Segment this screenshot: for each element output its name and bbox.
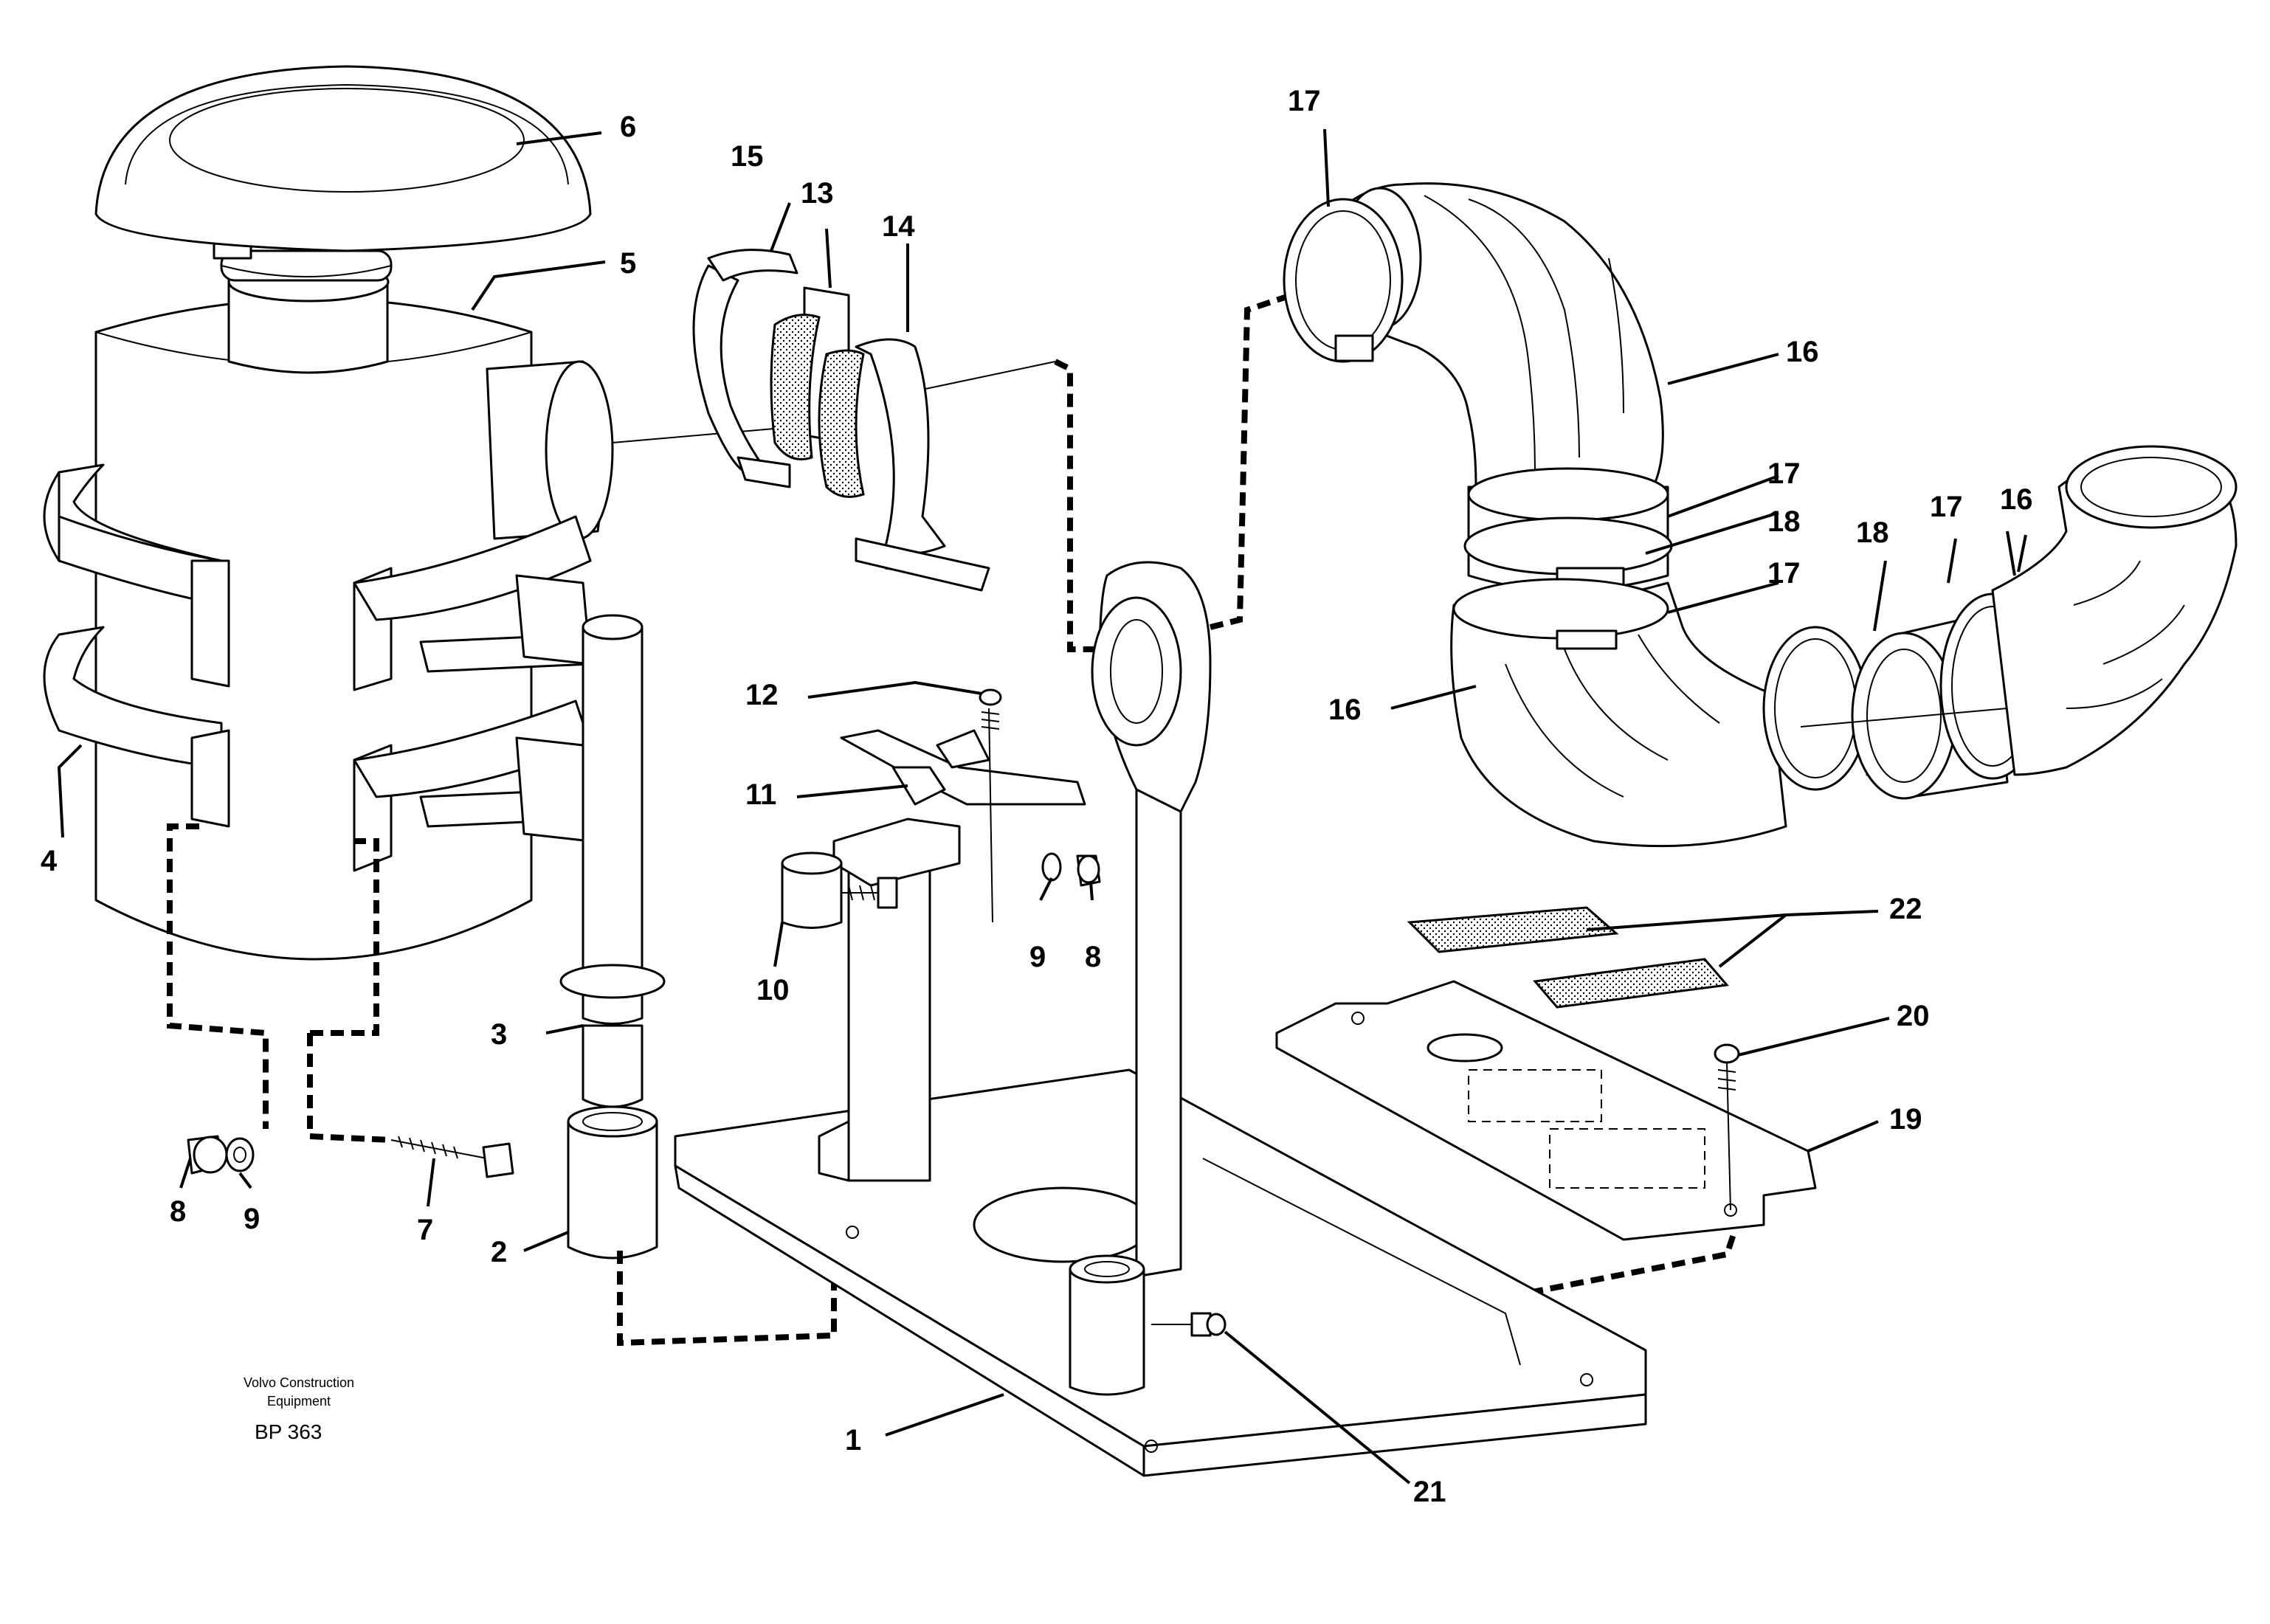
callout-11: 11 [745, 778, 776, 811]
callout-8-right: 8 [1085, 941, 1101, 973]
callout-8-left: 8 [170, 1195, 186, 1228]
leader-lines [57, 128, 2027, 1485]
clamp-bracket-14 [818, 338, 990, 592]
callout-15: 15 [731, 140, 764, 173]
latch-11 [840, 729, 1086, 806]
mounting-bracket-arms [419, 574, 592, 843]
credit-block: Volvo Construction Equipment BP 363 [244, 1375, 354, 1443]
callout-labels: 1 2 3 4 5 6 7 8 9 10 11 12 13 14 15 16 1… [41, 85, 2033, 1508]
callout-16-lower: 16 [1328, 694, 1362, 726]
dashed-link-bracket-to-hose [1210, 292, 1293, 630]
clamp-strap-15 [692, 249, 798, 488]
callout-14: 14 [882, 210, 915, 243]
dashed-link-base-to-plate [1495, 1231, 1737, 1328]
callout-6: 6 [620, 111, 636, 143]
callout-9-right: 9 [1029, 941, 1046, 973]
callout-5: 5 [620, 247, 636, 280]
dashed-link-clamp-to-bracket [1054, 359, 1107, 652]
hose-elbow-16-lower [1450, 578, 1787, 848]
rubber-buffer-10 [781, 851, 898, 929]
callout-19: 19 [1889, 1103, 1922, 1136]
drawing-code: BP 363 [255, 1420, 322, 1443]
cover-plate-19 [1275, 980, 1817, 1241]
bracket-column-left [818, 818, 961, 1182]
hose-clamp-17-top [1283, 198, 1404, 363]
callout-10: 10 [756, 974, 790, 1006]
callout-17-upper-right: 17 [1767, 457, 1801, 490]
callout-1: 1 [845, 1424, 861, 1457]
callout-21: 21 [1413, 1476, 1446, 1508]
hose-support-stand [1069, 561, 1212, 1396]
credit-line-1: Volvo Construction [244, 1375, 354, 1390]
hose-connector-18 [1463, 467, 1673, 592]
filter-straps [43, 463, 592, 872]
callout-7: 7 [417, 1214, 433, 1246]
callout-13: 13 [801, 177, 834, 210]
nut-and-washer-right [1041, 852, 1101, 887]
dashed-link-strap-to-hardware [167, 823, 392, 1143]
callout-17-right: 17 [1930, 491, 1963, 523]
callout-22: 22 [1889, 893, 1922, 925]
callout-18-upper: 18 [1767, 505, 1801, 538]
felt-strips-22 [1407, 906, 1729, 1009]
callout-12: 12 [745, 679, 779, 711]
callout-3: 3 [491, 1018, 507, 1051]
hose-elbow-16-right [1991, 445, 2238, 776]
bolt-7 [390, 1136, 514, 1178]
plug-21 [1151, 1312, 1227, 1337]
callout-9-left: 9 [244, 1203, 260, 1235]
screw-20 [1714, 1043, 1740, 1211]
callout-18-right: 18 [1856, 516, 1889, 549]
credit-line-2: Equipment [267, 1394, 331, 1409]
connection-line-hoses [1800, 708, 2008, 728]
nut-and-washer-left [187, 1135, 255, 1175]
callout-17-top: 17 [1288, 85, 1321, 117]
pre-cleaner-cap [94, 65, 592, 252]
tube-sleeve [567, 1105, 658, 1260]
callout-20: 20 [1897, 1000, 1930, 1032]
callout-2: 2 [491, 1236, 507, 1268]
callout-4: 4 [41, 845, 58, 877]
callout-16-right: 16 [2000, 483, 2033, 516]
connection-line-outlet [612, 361, 1056, 443]
callout-16-upper: 16 [1786, 336, 1819, 368]
support-tube [559, 614, 666, 1108]
screw-12 [979, 688, 1002, 923]
callout-17-mid: 17 [1767, 557, 1801, 590]
